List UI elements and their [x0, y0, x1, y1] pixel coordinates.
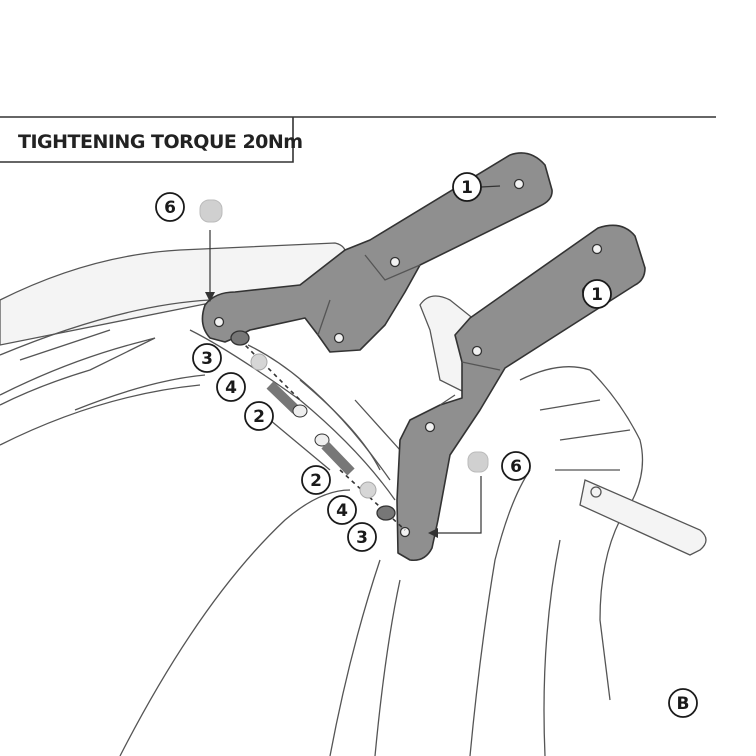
- callout-1-lower: 1: [582, 279, 612, 309]
- svg-text:2: 2: [310, 471, 322, 491]
- svg-text:3: 3: [356, 528, 368, 548]
- callout-3-top: 3: [192, 343, 222, 373]
- callout-3-bottom: 3: [347, 522, 377, 552]
- svg-text:4: 4: [225, 378, 237, 398]
- torque-title: TIGHTENING TORQUE 20Nm: [18, 131, 303, 153]
- torque-header: TIGHTENING TORQUE 20Nm: [0, 116, 716, 163]
- callout-2-bottom: 2: [301, 465, 331, 495]
- callout-6-top: 6: [155, 192, 185, 222]
- spacer-6-top: [199, 199, 223, 223]
- callout-4-top: 4: [216, 372, 246, 402]
- svg-text:2: 2: [253, 407, 265, 427]
- svg-text:B: B: [677, 694, 690, 714]
- spacer-6-right: [467, 451, 489, 473]
- svg-text:4: 4: [336, 501, 348, 521]
- callout-2-top: 2: [244, 401, 274, 431]
- svg-text:1: 1: [591, 285, 603, 305]
- callout-1-upper: 1: [452, 172, 501, 202]
- svg-text:6: 6: [510, 457, 522, 477]
- washer-3-top: [230, 330, 250, 346]
- svg-text:6: 6: [164, 198, 176, 218]
- svg-text:1: 1: [461, 178, 473, 198]
- callout-6-right: 6: [501, 451, 531, 481]
- bolt-2-top: [266, 381, 300, 414]
- bracket-upper: [201, 152, 553, 353]
- callout-4-bottom: 4: [327, 495, 357, 525]
- view-label-b: B: [668, 688, 698, 718]
- washer-4-bottom: [359, 481, 377, 499]
- hardware-stack: [199, 199, 489, 538]
- washer-3-bottom: [376, 505, 396, 521]
- svg-text:3: 3: [201, 349, 213, 369]
- washer-4-top: [250, 353, 268, 371]
- motorcycle-outline: [0, 242, 707, 756]
- bolt-2-bottom: [321, 441, 355, 476]
